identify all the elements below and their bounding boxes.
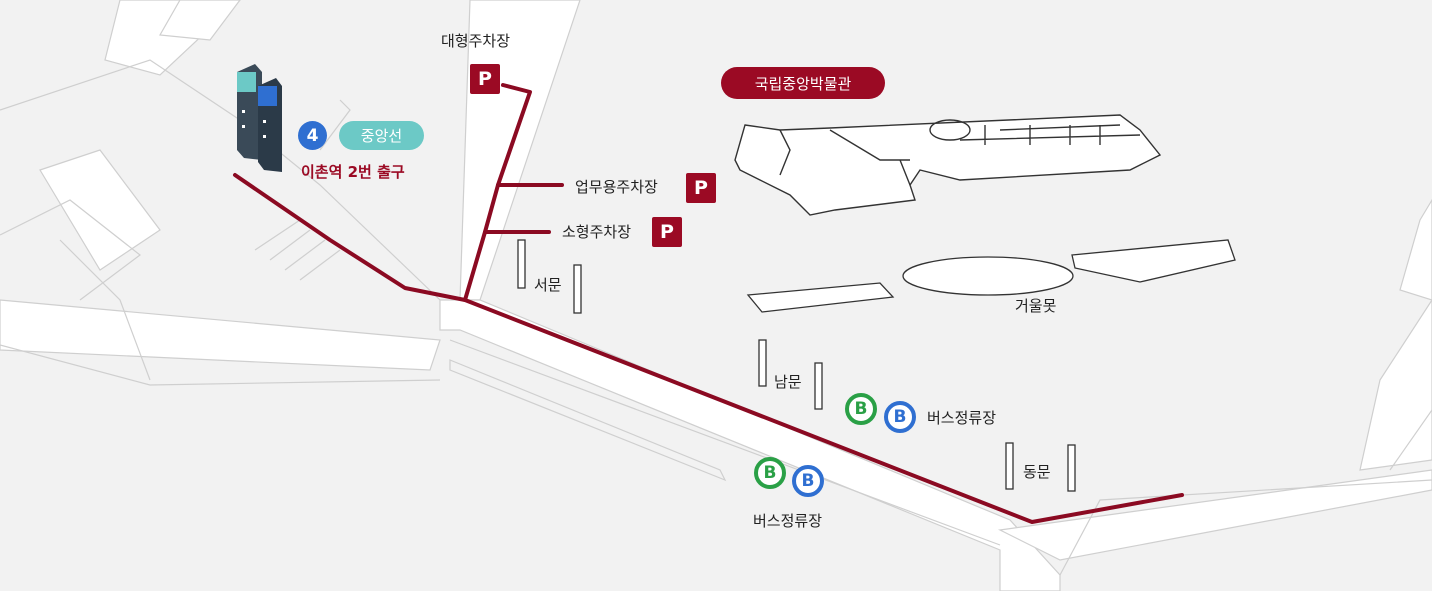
east-gate-label: 동문 [1023,463,1051,481]
bus-stop-green-icon: B [754,457,786,489]
large-parking-icon: P [470,64,500,94]
walking-route [233,83,1184,524]
bus-stop-blue-icon: B [792,465,824,497]
mirror-pond-shape [902,256,1074,296]
pond-area-buildings [746,239,1236,313]
mirror-pond-label: 거울못 [1015,297,1057,315]
jungang-line-badge: 중앙선 [339,121,424,150]
small-parking-icon: P [652,217,682,247]
west-gate-label: 서문 [534,276,562,294]
south-gate-label: 남문 [774,373,802,391]
bus-stop-south-label: 버스정류장 [753,512,823,530]
small-parking-label: 소형주차장 [562,223,632,241]
business-parking-icon: P [686,173,716,203]
bus-stop-blue-icon: B [884,401,916,433]
museum-building [734,114,1162,216]
gate-pillars [517,239,1076,492]
station-exit-label: 이촌역 2번 출구 [301,163,405,181]
large-parking-label: 대형주차장 [441,32,511,50]
bus-stop-east-label: 버스정류장 [927,409,997,427]
station-building-icon [237,64,282,172]
business-parking-label: 업무용주차장 [575,178,658,196]
line4-badge: 4 [298,121,327,150]
block-outlines [0,59,1432,576]
bus-stop-green-icon: B [845,393,877,425]
museum-label: 국립중앙박물관 [721,67,885,99]
